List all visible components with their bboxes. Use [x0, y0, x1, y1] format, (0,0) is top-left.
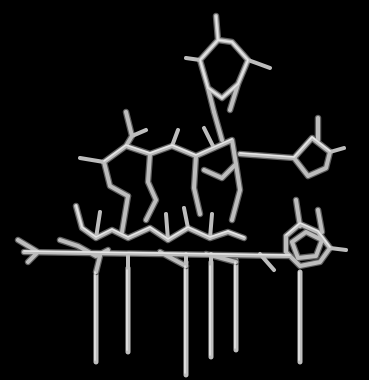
lower-right-cage-inner — [290, 230, 324, 260]
bottom-struts — [93, 257, 303, 378]
bond-highlights — [23, 15, 331, 374]
bond-network — [16, 14, 348, 274]
lower-backbone-bond — [22, 250, 292, 258]
upper-layer-bonds — [102, 138, 238, 180]
middle-layer-bonds — [74, 204, 246, 242]
